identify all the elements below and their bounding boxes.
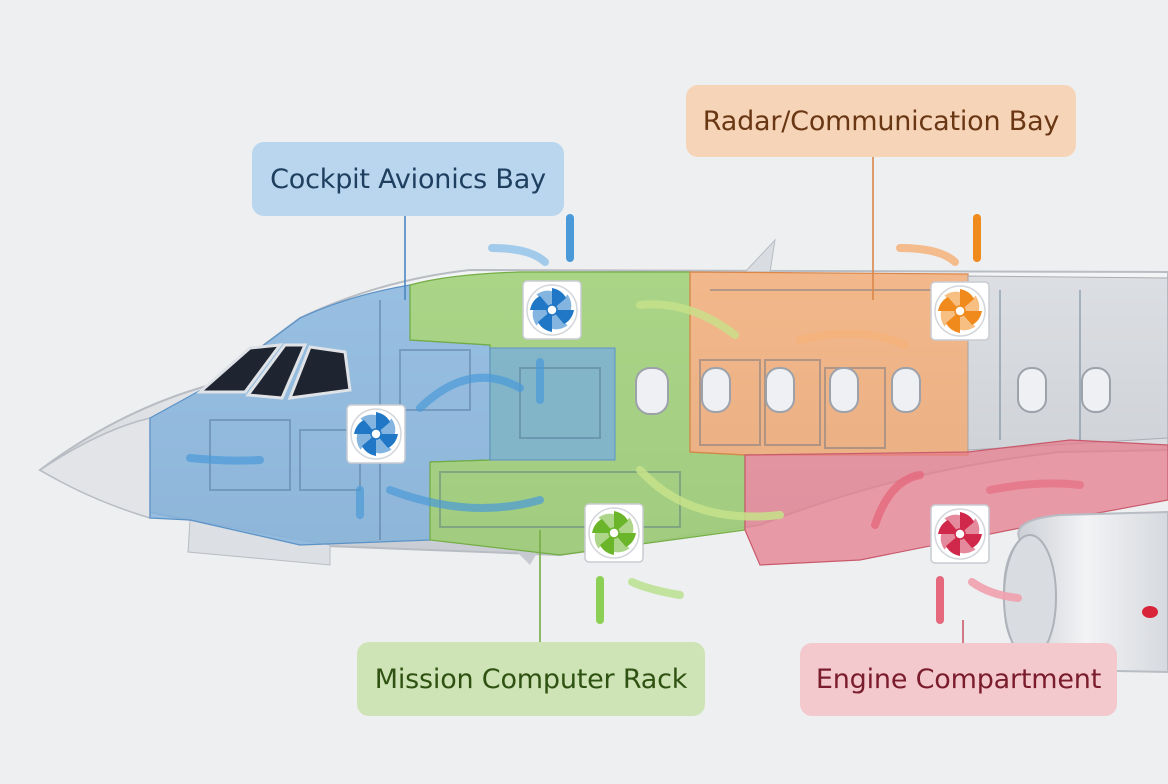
mission-lower-fan (584, 503, 644, 563)
aft-cabin (967, 275, 1168, 451)
label-connectors (404, 157, 964, 643)
dorsal-antenna (743, 238, 776, 273)
cooling-fan-icon (522, 280, 582, 340)
radar-communication-bay-label: Radar/Communication Bay (686, 85, 1076, 157)
avionics-rack-block (489, 347, 616, 461)
cooling-fan-icon (930, 281, 990, 341)
cooling-fan-icon (930, 504, 990, 564)
engine-compartment-label: Engine Compartment (800, 643, 1117, 716)
mission-computer-rack-label: Mission Computer Rack (357, 642, 705, 716)
cooling-fan-icon (584, 503, 644, 563)
radar-zone (689, 271, 969, 456)
cabin-windows (635, 367, 1111, 415)
airflow-arrows (186, 214, 1084, 624)
mission-upper-fan (522, 280, 582, 340)
cockpit-windows (196, 343, 352, 400)
nacelle-marking (1142, 606, 1158, 618)
radar-fan (930, 281, 990, 341)
cockpit-avionics-bay-label: Cockpit Avionics Bay (252, 142, 564, 216)
cockpit-fan (346, 404, 406, 464)
cooling-fan-icon (346, 404, 406, 464)
engine-fan (930, 504, 990, 564)
